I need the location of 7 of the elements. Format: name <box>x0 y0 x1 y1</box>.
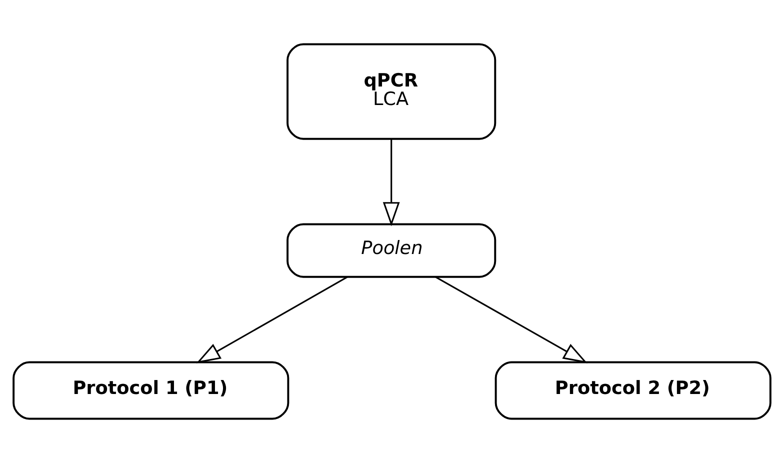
arrow <box>196 276 348 364</box>
node-box: qPCR LCA <box>286 43 496 140</box>
node-box: Poolen <box>286 223 496 278</box>
arrow <box>382 138 400 226</box>
arrow <box>435 276 588 364</box>
node-box: Protocol 2 (P2) <box>494 361 772 420</box>
node-box: Protocol 1 (P1) <box>12 361 290 420</box>
